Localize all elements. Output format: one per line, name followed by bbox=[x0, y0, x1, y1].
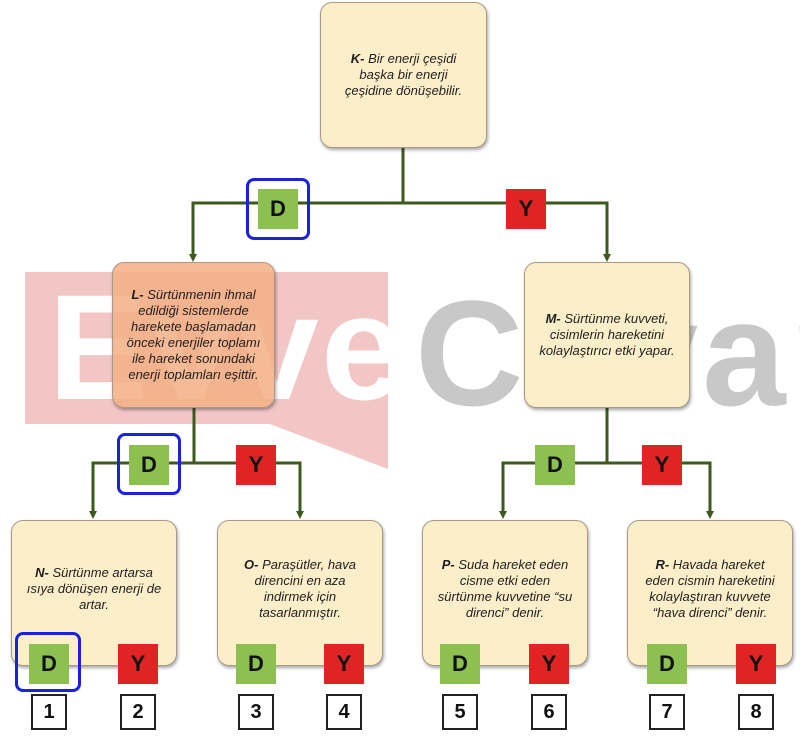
branch-l-false: Y bbox=[236, 445, 276, 485]
outcome-8: 8 bbox=[738, 694, 774, 730]
answer-o-false: Y bbox=[324, 644, 364, 684]
answer-r-true: D bbox=[647, 644, 687, 684]
answer-o-true: D bbox=[236, 644, 276, 684]
node-r: R- Havada hareket eden cismin hareketini… bbox=[627, 520, 793, 666]
selected-path-ring-k bbox=[246, 178, 310, 240]
edge-k-false bbox=[403, 201, 611, 262]
answer-r-false: Y bbox=[736, 644, 776, 684]
node-k: K- Bir enerji çeşidi başka bir enerji çe… bbox=[320, 2, 487, 148]
selected-path-ring-n bbox=[15, 632, 81, 692]
branch-k-true: D bbox=[258, 189, 298, 229]
node-k-letter: K- bbox=[350, 51, 365, 66]
node-p-text: Suda hareket eden cisme etki eden sürtün… bbox=[437, 557, 573, 620]
edge-m-false bbox=[607, 461, 714, 519]
node-l: L- Sürtünmenin ihmal edildiği sistemlerd… bbox=[112, 262, 275, 408]
node-l-text: Sürtünmenin ihmal edildiği sistemlerde h… bbox=[126, 287, 261, 382]
node-m-text: Sürtünme kuvveti, cisimlerin hareketini … bbox=[539, 311, 675, 358]
node-k-text: Bir enerji çeşidi başka bir enerji çeşid… bbox=[344, 51, 463, 98]
edge-k-true bbox=[189, 201, 403, 262]
answer-p-false: Y bbox=[529, 644, 569, 684]
answer-n-false: Y bbox=[118, 644, 158, 684]
node-p-letter: P- bbox=[441, 557, 455, 572]
branch-m-true: D bbox=[535, 445, 575, 485]
node-n-text: Sürtünme artarsa ısıya dönüşen enerji de… bbox=[26, 565, 162, 612]
node-n-letter: N- bbox=[35, 565, 49, 580]
node-o-text: Paraşütler, hava direncini en aza indirm… bbox=[254, 557, 357, 620]
outcome-2: 2 bbox=[120, 694, 156, 730]
outcome-1: 1 bbox=[31, 694, 67, 730]
node-r-letter: R- bbox=[655, 557, 670, 572]
node-m: M- Sürtünme kuvveti, cisimlerin hareketi… bbox=[524, 262, 690, 408]
edge-l-false bbox=[194, 461, 304, 519]
node-p: P- Suda hareket eden cisme etki eden sür… bbox=[422, 520, 588, 666]
node-o: O- Paraşütler, hava direncini en aza ind… bbox=[217, 520, 383, 666]
branch-l-true: D bbox=[129, 445, 169, 485]
node-l-letter: L- bbox=[131, 287, 144, 302]
branch-k-false: Y bbox=[506, 189, 546, 229]
outcome-5: 5 bbox=[442, 694, 478, 730]
outcome-3: 3 bbox=[238, 694, 274, 730]
outcome-6: 6 bbox=[531, 694, 567, 730]
node-n: N- Sürtünme artarsa ısıya dönüşen enerji… bbox=[11, 520, 177, 666]
outcome-4: 4 bbox=[326, 694, 362, 730]
branch-m-false: Y bbox=[642, 445, 682, 485]
answer-p-true: D bbox=[440, 644, 480, 684]
node-r-text: Havada hareket eden cismin hareketini ko… bbox=[645, 557, 775, 620]
outcome-7: 7 bbox=[649, 694, 685, 730]
node-m-letter: M- bbox=[545, 311, 561, 326]
node-o-letter: O- bbox=[243, 557, 259, 572]
selected-path-ring-l bbox=[117, 433, 181, 495]
answer-n-true: D bbox=[29, 644, 69, 684]
